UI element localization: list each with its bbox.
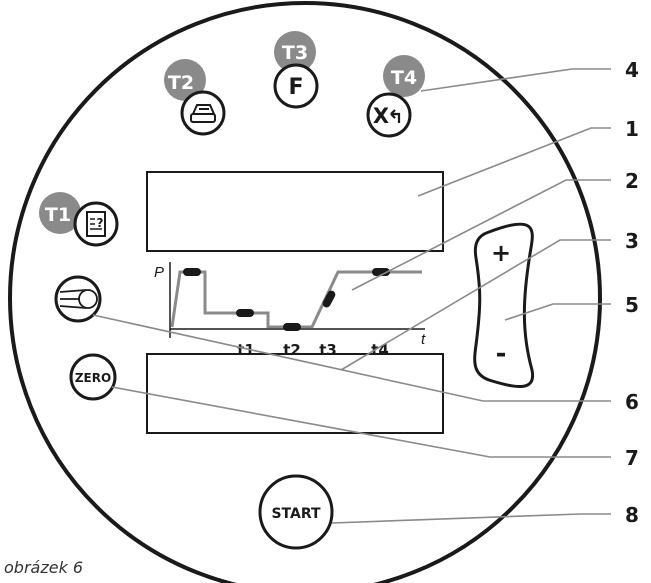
start-button[interactable]: START: [258, 474, 334, 550]
t2-badge: [164, 59, 206, 101]
callout-8: 8: [625, 503, 639, 527]
print-button[interactable]: [180, 90, 226, 136]
leader-6: [92, 314, 611, 402]
graph-marker: [372, 268, 390, 276]
graph-marker: [283, 323, 301, 331]
help-document-icon: ?: [86, 211, 106, 237]
upper-display: [146, 171, 444, 252]
graph-tick-t2: t2: [283, 341, 301, 359]
t4-badge: [383, 55, 425, 97]
graph-marker: [322, 290, 336, 308]
zero-button-label: ZERO: [75, 371, 111, 385]
callout-5: 5: [625, 293, 639, 317]
graph-tick-t1: t1: [237, 341, 255, 359]
graph-marker: [236, 309, 254, 317]
t3-badge: [274, 31, 316, 73]
svg-text:?: ?: [97, 216, 104, 230]
help-button[interactable]: ?: [73, 201, 119, 247]
callout-numbers: 4 1 2 3 5 6 7 8: [625, 58, 639, 527]
callout-1: 1: [625, 117, 639, 141]
leader-5: [504, 303, 611, 321]
light-icon: [59, 289, 98, 309]
graph-y-label: P: [154, 264, 164, 281]
leader-lines: [92, 68, 611, 524]
f-button-label: F: [288, 75, 303, 100]
callout-4: 4: [625, 58, 639, 82]
callout-2: 2: [625, 169, 639, 193]
t1-badge: [39, 192, 81, 234]
graph-tick-t4: t4: [371, 341, 389, 359]
leader-3: [340, 239, 611, 371]
t1-label: T1: [45, 204, 71, 226]
leader-7: [111, 386, 611, 458]
figure-caption: obrázek 6: [4, 558, 84, 577]
t4-label: T4: [391, 67, 417, 89]
lower-display: [146, 353, 444, 434]
t2-label: T2: [168, 72, 194, 94]
back-button[interactable]: X: [366, 92, 412, 138]
return-arrow-icon: [390, 109, 401, 123]
minus-label: -: [496, 339, 507, 369]
leader-4: [420, 68, 611, 92]
leader-1: [417, 127, 611, 197]
callout-7: 7: [625, 446, 639, 470]
graph-tick-t3: t3: [319, 341, 337, 359]
callout-6: 6: [625, 390, 639, 414]
back-button-label: X: [373, 104, 389, 128]
graph-x-label: t: [421, 331, 426, 348]
f-button[interactable]: F: [273, 63, 319, 109]
zero-button[interactable]: ZERO: [69, 353, 117, 401]
t3-label: T3: [282, 42, 308, 64]
device-body: [8, 1, 602, 583]
start-button-label: START: [271, 506, 321, 522]
printer-icon: [190, 104, 216, 123]
callout-3: 3: [625, 229, 639, 253]
graph-marker: [183, 268, 201, 276]
plus-minus-rocker[interactable]: + -: [473, 222, 535, 389]
light-button[interactable]: [54, 275, 102, 323]
plus-label[interactable]: +: [491, 239, 511, 267]
pressure-graph: P t t1 t2 t3 t4: [154, 262, 426, 359]
leader-2: [351, 179, 611, 291]
leader-8: [331, 513, 611, 524]
